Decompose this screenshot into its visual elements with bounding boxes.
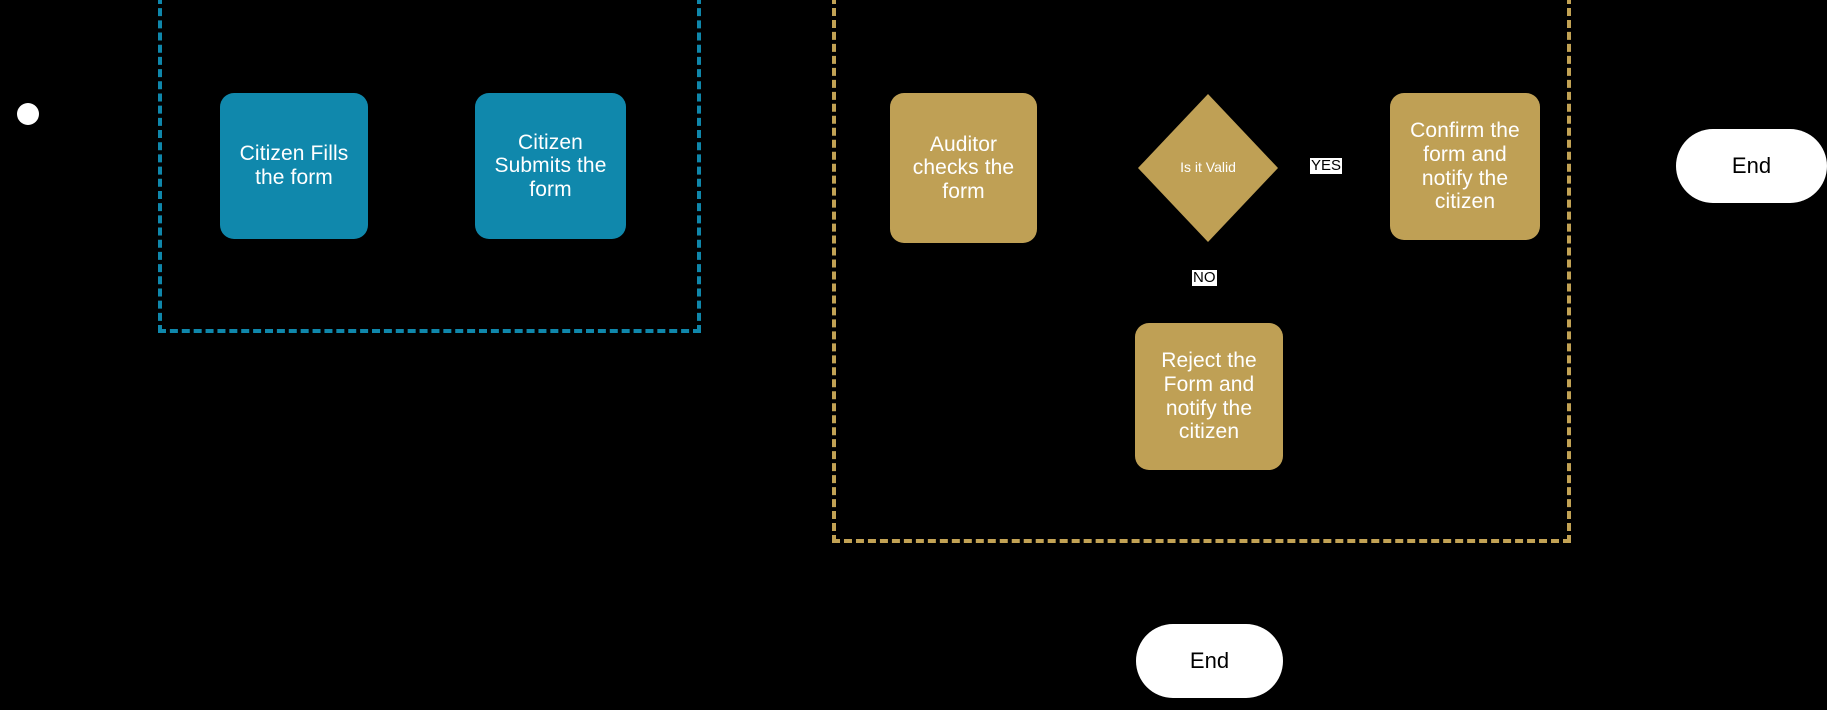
swimlane-citizen [158, 0, 701, 333]
end-node-bottom[interactable]: End [1136, 624, 1283, 698]
node-confirm-form-notify-citizen[interactable]: Confirm the form and notify the citizen [1390, 93, 1540, 240]
decision-label: Is it Valid [1180, 159, 1236, 176]
start-node[interactable] [17, 103, 39, 125]
node-is-it-valid-decision[interactable]: Is it Valid [1138, 94, 1278, 242]
edge-label-no: NO [1192, 269, 1217, 286]
end-node-right[interactable]: End [1676, 129, 1827, 203]
node-citizen-submits-form[interactable]: Citizen Submits the form [475, 93, 626, 239]
node-citizen-fills-form[interactable]: Citizen Fills the form [220, 93, 368, 239]
node-auditor-checks-form[interactable]: Auditor checks the form [890, 93, 1037, 243]
edge-label-yes: YES [1310, 157, 1343, 174]
swimlane-auditor [832, 0, 1571, 543]
node-reject-form-notify-citizen[interactable]: Reject the Form and notify the citizen [1135, 323, 1283, 470]
